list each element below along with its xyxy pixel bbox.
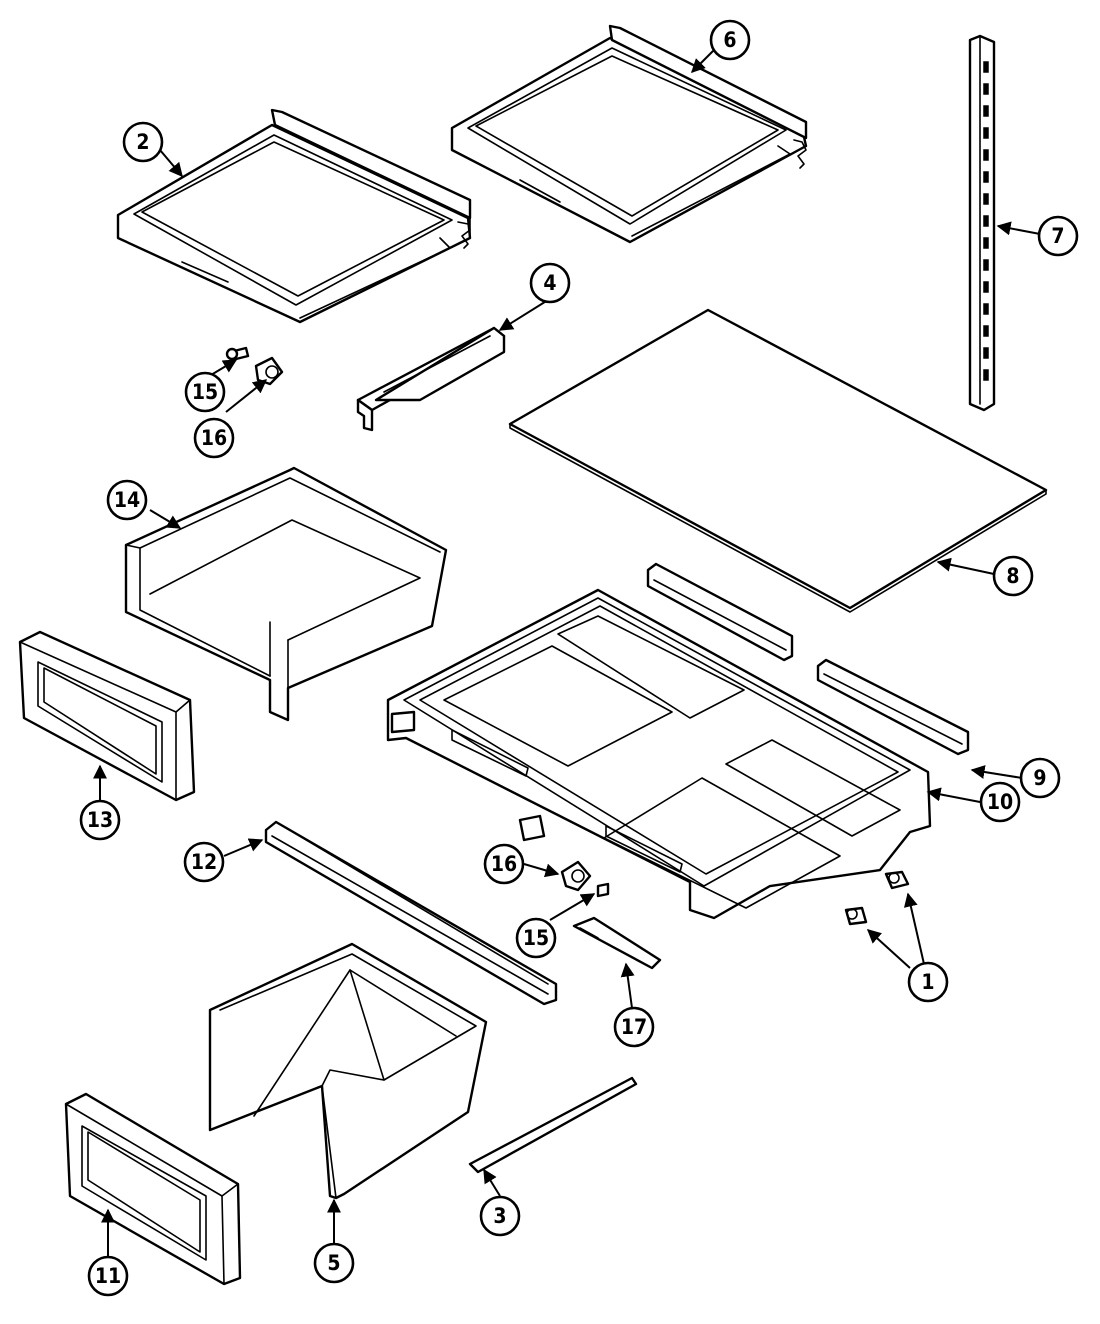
callout-12: 12 (183, 841, 225, 883)
spacer-part-16-upper (254, 356, 284, 386)
glass-part-8 (508, 308, 1048, 613)
shelf-part-6 (450, 24, 808, 244)
clip-part-17 (572, 916, 662, 970)
callout-label: 14 (114, 488, 140, 512)
callout-16-lower: 16 (483, 843, 525, 885)
rail-part-9-lower (816, 658, 970, 756)
track-part-7 (968, 34, 996, 412)
drawer-front-part-11 (64, 1092, 242, 1286)
callout-15-upper: 15 (184, 371, 226, 413)
callout-label: 16 (491, 852, 517, 876)
callout-label: 11 (95, 1264, 121, 1288)
callout-17: 17 (613, 1006, 655, 1048)
callout-label: 9 (1033, 766, 1046, 790)
bracket-part-4 (356, 326, 506, 432)
callout-label: 5 (327, 1251, 340, 1275)
callout-label: 7 (1051, 224, 1064, 248)
callout-16-upper: 16 (193, 417, 235, 459)
callout-label: 3 (493, 1204, 506, 1228)
drawer-part-14 (124, 466, 448, 722)
screw-part-1-a (884, 870, 910, 890)
callout-label: 6 (723, 28, 736, 52)
callout-label: 16 (201, 426, 227, 450)
callout-13: 13 (79, 799, 121, 841)
callout-label: 1 (921, 970, 934, 994)
drawer-front-part-13 (18, 630, 196, 802)
rail-part-9-upper (646, 562, 794, 662)
callout-label: 15 (523, 926, 549, 950)
callout-label: 12 (191, 850, 217, 874)
callout-label: 4 (543, 271, 556, 295)
callout-label: 8 (1006, 564, 1019, 588)
strip-part-3 (468, 1076, 638, 1174)
callout-1: 1 (907, 961, 949, 1003)
callout-3: 3 (479, 1195, 521, 1237)
frame-part-10 (386, 588, 932, 920)
callout-15-lower: 15 (515, 917, 557, 959)
callout-5: 5 (313, 1242, 355, 1284)
shelf-part-2 (116, 108, 472, 324)
rail-part-12 (264, 820, 558, 1006)
callout-label: 17 (621, 1015, 647, 1039)
callout-7: 7 (1037, 215, 1079, 257)
callout-11: 11 (87, 1255, 129, 1297)
callout-label: 2 (136, 130, 149, 154)
leader-lines (93, 49, 1041, 1256)
callout-6: 6 (709, 19, 751, 61)
callout-9: 9 (1019, 757, 1061, 799)
screw-part-1-b (844, 906, 868, 926)
callout-10: 10 (979, 781, 1021, 823)
screw-part-15-lower (596, 882, 610, 898)
callout-4: 4 (529, 262, 571, 304)
callout-2: 2 (122, 121, 164, 163)
callout-8: 8 (992, 555, 1034, 597)
spacer-part-16-lower (560, 860, 592, 892)
screw-part-15-upper (225, 346, 250, 362)
callout-14: 14 (106, 479, 148, 521)
callout-label: 15 (192, 380, 218, 404)
callout-label: 10 (987, 790, 1013, 814)
drawer-part-5 (208, 942, 488, 1200)
callout-label: 13 (87, 808, 113, 832)
